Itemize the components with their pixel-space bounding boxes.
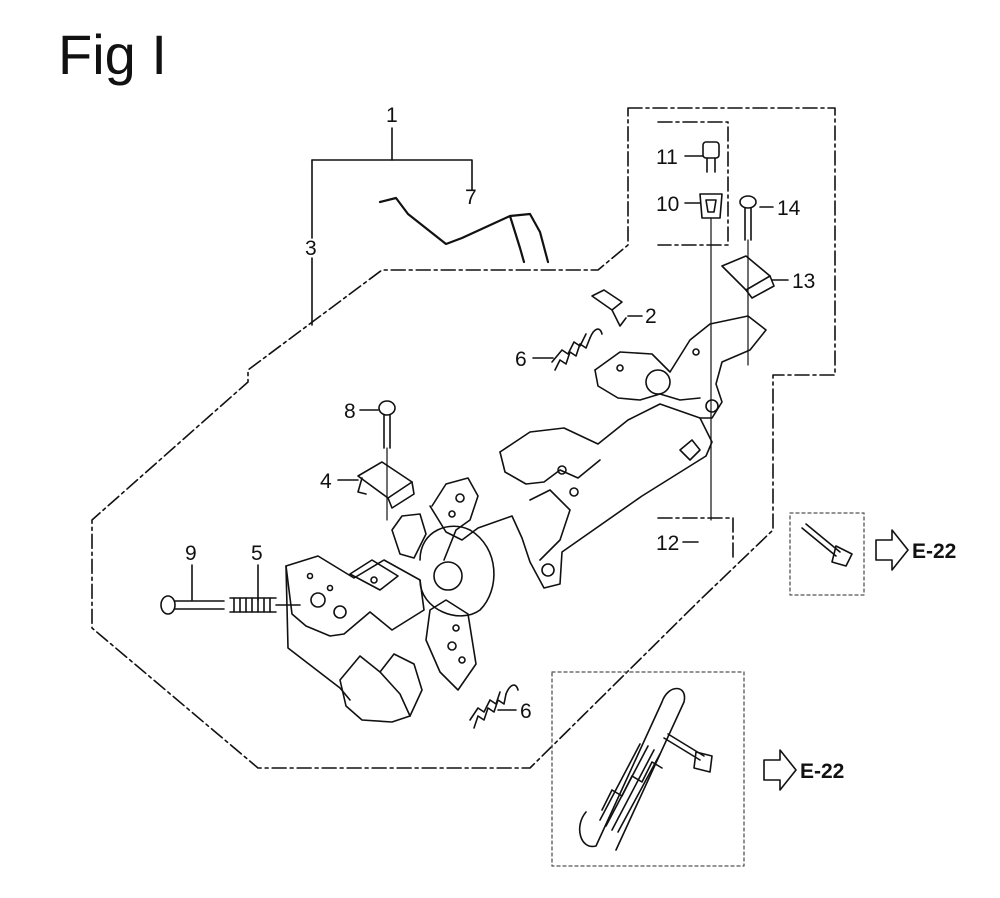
- callout-9: 9: [185, 542, 197, 565]
- item-2-clip: [591, 289, 627, 327]
- governor-lever: [391, 477, 479, 561]
- reference-label-upper: E-22: [912, 540, 956, 563]
- lower-bracket: [285, 555, 425, 723]
- callout-6-upper: 6: [515, 348, 527, 371]
- reference-box-spring: [551, 671, 745, 867]
- callout-12: 12: [656, 532, 679, 555]
- reference-arrow-upper: [875, 529, 909, 571]
- figure-title: Fig I: [58, 23, 167, 86]
- callout-8: 8: [344, 400, 356, 423]
- callout-11: 11: [656, 146, 678, 169]
- nut-group-boundary: [657, 517, 734, 561]
- bolt-group-boundary: [657, 121, 729, 246]
- callout-7: 7: [465, 186, 477, 209]
- reference-label-lower: E-22: [800, 760, 844, 783]
- item-11-bolt: [702, 141, 720, 173]
- callout-5: 5: [251, 542, 263, 565]
- leader-3-7: [311, 159, 473, 191]
- item-13-clamp: [721, 255, 775, 299]
- item-8-screw: [378, 400, 396, 521]
- callout-1: 1: [386, 104, 398, 127]
- item-6-upper-spring: [551, 328, 603, 371]
- item-6-lower-spring: [469, 684, 519, 729]
- item-4-clamp: [357, 461, 415, 509]
- callout-14: 14: [777, 197, 801, 220]
- callout-3: 3: [305, 237, 317, 260]
- callout-6-lower: 6: [520, 700, 532, 723]
- reference-spring-drawing: [578, 687, 686, 851]
- control-base-plate: [419, 315, 767, 617]
- reference-arrow-lower: [763, 749, 797, 791]
- callout-numbers: 1 2 3 4 5 6 6 7 8 9 10 11 12 13 14: [185, 104, 815, 723]
- callout-10: 10: [656, 193, 679, 216]
- reference-screw-drawing: [663, 733, 713, 773]
- callout-4: 4: [320, 470, 332, 493]
- reference-box-bolt: [789, 512, 865, 596]
- item-7-rod: [378, 196, 550, 264]
- callout-2: 2: [645, 305, 657, 328]
- reference-bolt-drawing: [801, 523, 853, 567]
- item-10-nut: [699, 193, 723, 521]
- lower-plate: [425, 599, 477, 691]
- item-14-screw: [739, 195, 757, 366]
- assembly-boundary: [91, 107, 836, 769]
- item-5-spring: [229, 597, 301, 613]
- callout-13: 13: [792, 270, 815, 293]
- item-9-bolt: [160, 595, 225, 615]
